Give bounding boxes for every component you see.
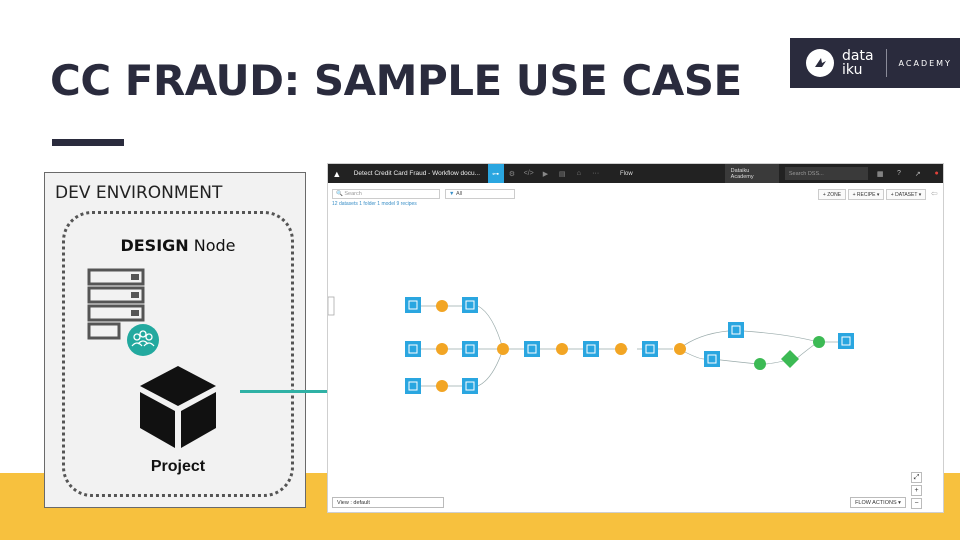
flow-filter-select[interactable]: ▼ All (445, 189, 515, 199)
dss-home-icon[interactable]: ▲ (332, 168, 342, 179)
bird-icon (806, 49, 834, 77)
recipe-node[interactable] (674, 343, 686, 355)
dataset-node[interactable] (462, 378, 478, 394)
collapse-panel-icon[interactable]: ⇦ (931, 189, 938, 198)
dataset-node[interactable] (405, 378, 421, 394)
dss-top-navbar: ▲ Detect Credit Card Fraud - Workflow do… (328, 164, 943, 183)
activity-icon[interactable]: ↗ (914, 170, 921, 178)
view-select[interactable]: View : default (332, 497, 444, 508)
dev-environment-box: DEV ENVIRONMENT DESIGN Node (44, 172, 306, 508)
notifications-icon[interactable]: ● (934, 170, 939, 177)
dataset-node[interactable] (524, 341, 540, 357)
scoring-recipe-node[interactable] (813, 336, 825, 348)
flow-item-counts[interactable]: 12 datasets 1 folder 1 model 9 recipes (332, 201, 417, 207)
server-stack-icon (87, 268, 159, 356)
recipe-node[interactable] (436, 380, 448, 392)
flow-search-input[interactable]: 🔍 Search (332, 189, 440, 199)
flow-edges (421, 305, 840, 387)
dataset-node[interactable] (728, 322, 744, 338)
users-group-icon (127, 324, 159, 356)
dataset-node[interactable] (704, 351, 720, 367)
flow-actions-button[interactable]: FLOW ACTIONS ▾ (850, 497, 906, 508)
recipe-node[interactable] (556, 343, 568, 355)
dss-flow-screenshot: ▲ Detect Credit Card Fraud - Workflow do… (327, 163, 944, 513)
design-node-group: DESIGN Node Project (62, 211, 294, 497)
dataiku-academy-logo: data iku ACADEMY (790, 38, 960, 88)
dataset-node[interactable] (642, 341, 658, 357)
model-node[interactable] (781, 350, 799, 368)
current-view-label: Flow (620, 170, 633, 177)
instance-label[interactable]: Dataiku Academy (724, 164, 779, 183)
recipe-node[interactable] (436, 343, 448, 355)
more-nav-icon[interactable]: ··· (592, 170, 600, 177)
expand-icon[interactable]: ⤢ (911, 472, 922, 483)
logo-wordmark: data iku (842, 48, 874, 78)
help-icon[interactable]: ? (896, 170, 901, 177)
project-title[interactable]: Detect Credit Card Fraud - Workflow docu… (353, 170, 481, 177)
add-dataset-button[interactable]: + DATASET ▾ (886, 189, 926, 200)
add-recipe-button[interactable]: + RECIPE ▾ (848, 189, 884, 200)
design-node-label: DESIGN Node (120, 236, 236, 255)
flow-graph (328, 296, 854, 394)
dataset-node[interactable] (462, 297, 478, 313)
recipe-node[interactable] (436, 300, 448, 312)
dataset-node[interactable] (583, 341, 599, 357)
flow-nav-icon[interactable]: ⊶ (487, 164, 504, 183)
recipe-node[interactable] (497, 343, 509, 355)
project-label: Project (150, 458, 206, 475)
add-zone-button[interactable]: + ZONE (818, 189, 846, 200)
training-recipe-node[interactable] (754, 358, 766, 370)
dataset-node[interactable] (405, 341, 421, 357)
deploy-nav-icon[interactable]: ⌂ (576, 170, 582, 177)
run-nav-icon[interactable]: ▶ (542, 170, 549, 178)
zoom-out-button[interactable]: − (911, 498, 922, 509)
global-search-input[interactable]: Search DSS... (784, 167, 868, 180)
apps-grid-icon[interactable]: ▦ (876, 170, 884, 178)
zoom-in-button[interactable]: + (911, 485, 922, 496)
logo-tagline: ACADEMY (898, 58, 952, 68)
recipes-nav-icon[interactable]: ⚙ (508, 170, 516, 178)
dev-environment-label: DEV ENVIRONMENT (55, 183, 223, 203)
connector-line (240, 390, 353, 393)
recipe-node[interactable] (615, 343, 627, 355)
slide-title: CC FRAUD: SAMPLE USE CASE (50, 56, 742, 105)
dashboard-nav-icon[interactable]: ▤ (558, 170, 566, 178)
dataset-node[interactable] (462, 341, 478, 357)
dataset-node[interactable] (838, 333, 854, 349)
cube-icon (140, 366, 216, 448)
folder-node[interactable] (328, 296, 335, 316)
title-underline (52, 139, 124, 146)
code-nav-icon[interactable]: </> (523, 170, 534, 177)
logo-divider (885, 49, 887, 77)
dataset-node[interactable] (405, 297, 421, 313)
